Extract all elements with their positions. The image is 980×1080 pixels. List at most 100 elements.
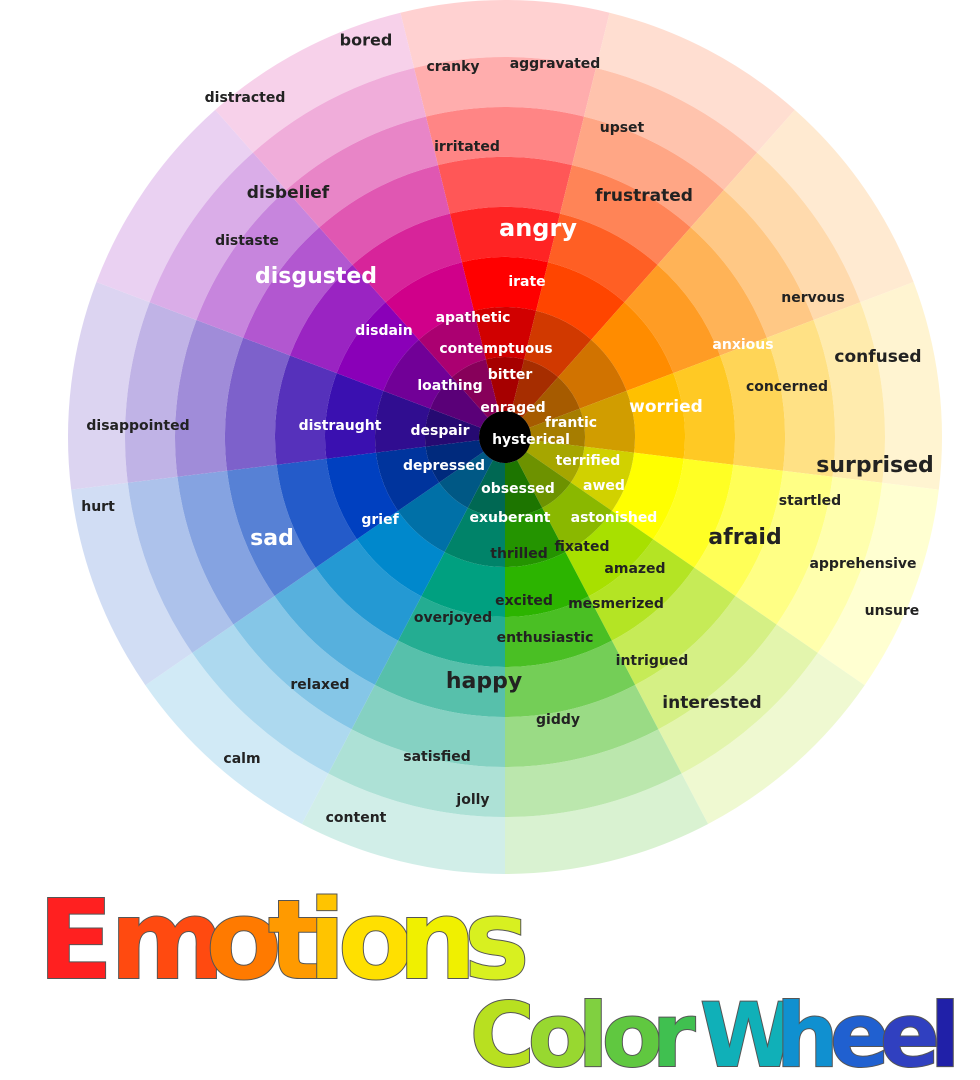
emotion-word-astonished: astonished <box>571 510 658 526</box>
wheel-segment <box>336 302 419 391</box>
wheel-segment <box>583 68 757 190</box>
wheel-segment <box>624 264 721 374</box>
color-letter: l <box>578 984 608 1076</box>
wheel-segment <box>315 539 422 641</box>
wheel-segment <box>398 482 468 553</box>
wheel-segment <box>467 460 505 517</box>
wheel-segment <box>635 596 777 730</box>
emotion-word-distraught: distraught <box>299 418 382 434</box>
emotion-word-contemptuous: contemptuous <box>439 341 552 357</box>
emotion-word-frustrated: frustrated <box>595 186 693 206</box>
wheel-segment <box>505 460 543 517</box>
wheel-segment <box>723 152 861 320</box>
wheel-segment <box>542 482 612 553</box>
emotion-word-thrilled: thrilled <box>490 546 547 562</box>
emotion-word-bitter: bitter <box>488 367 533 383</box>
wheel-segment <box>766 319 835 477</box>
color-letter: r <box>652 984 696 1076</box>
emotion-word-disappointed: disappointed <box>86 418 189 434</box>
wheel-segment <box>276 458 357 568</box>
wheel-segment <box>653 458 734 568</box>
wheel-segment <box>375 446 440 511</box>
emotion-word-interested: interested <box>662 693 761 713</box>
wheel-segment <box>325 373 384 459</box>
emotion-word-exuberant: exuberant <box>469 510 550 526</box>
emotion-word-obsessed: obsessed <box>481 481 555 497</box>
wheel-segment <box>192 624 352 774</box>
emotion-word-confused: confused <box>834 347 921 367</box>
wheel-segment <box>68 282 150 490</box>
emotion-word-overjoyed: overjoyed <box>414 610 492 626</box>
emotions-letter: i <box>308 876 346 1004</box>
wheel-segment <box>860 282 942 490</box>
emotion-word-disbelief: disbelief <box>247 183 330 203</box>
emotion-word-jolly: jolly <box>455 792 489 808</box>
emotion-word-enraged: enraged <box>480 400 545 416</box>
emotion-word-terrified: terrified <box>556 453 621 469</box>
wheel-segment <box>673 355 735 465</box>
wheel-segment <box>426 106 584 166</box>
emotions-letter: t <box>268 876 321 1004</box>
wheel-segment <box>421 552 505 617</box>
wheel-segment <box>253 68 427 190</box>
wheel-letter: W <box>700 984 797 1076</box>
wheel-segment <box>71 482 193 686</box>
wheel-segment <box>505 552 589 617</box>
wheel-segment <box>461 257 549 311</box>
wheel-segment <box>289 264 386 374</box>
wheel-segment <box>595 12 795 153</box>
emotion-word-hysterical: hysterical <box>492 432 570 448</box>
wheel-segment <box>735 470 833 625</box>
wheel-segment <box>817 482 939 686</box>
emotion-word-frantic: frantic <box>545 415 597 431</box>
wheel-segment <box>449 206 561 263</box>
wheel-segment <box>529 408 585 447</box>
wheel-segment <box>444 507 505 567</box>
emotion-word-depressed: depressed <box>403 458 485 474</box>
emotion-word-calm: calm <box>223 751 260 767</box>
emotion-word-disgusted: disgusted <box>255 264 377 289</box>
wheel-letter: l <box>930 984 960 1076</box>
wheel-segment <box>149 152 287 320</box>
emotion-word-apprehensive: apprehensive <box>809 556 916 572</box>
wheel-segment <box>505 596 612 667</box>
wheel-segment <box>505 773 709 874</box>
wheel-segment <box>414 57 596 117</box>
wheel-segment <box>275 355 337 465</box>
wheel-segment <box>657 227 767 356</box>
wheel-segment <box>813 302 885 483</box>
emotions-letter: E <box>38 876 113 1004</box>
wheel-segment <box>383 339 452 409</box>
wheel-segment <box>626 373 685 459</box>
wheel-letter: e <box>830 984 890 1076</box>
emotion-word-cranky: cranky <box>426 59 479 75</box>
wheel-segment <box>125 302 197 483</box>
emotion-word-unsure: unsure <box>865 603 920 619</box>
wheel-segment <box>558 339 627 409</box>
emotion-word-grief: grief <box>361 512 399 528</box>
wheel-segment <box>548 213 658 303</box>
emotions-letter: o <box>206 876 282 1004</box>
emotion-word-satisfied: satisfied <box>403 749 471 765</box>
wheel-segment <box>572 116 724 228</box>
wheel-segment <box>425 440 484 483</box>
emotion-word-nervous: nervous <box>781 290 844 306</box>
wheel-segment <box>658 624 818 774</box>
emotion-word-despair: despair <box>410 423 469 439</box>
wheel-segment <box>243 227 353 356</box>
wheel-segment <box>511 359 559 418</box>
wheel-segment <box>301 773 505 874</box>
wheel-segment <box>505 729 682 817</box>
wheel-segment <box>145 652 329 824</box>
wheel-segment <box>565 510 654 597</box>
wheel-letter: h <box>776 984 839 1076</box>
emotion-word-amazed: amazed <box>604 561 665 577</box>
wheel-segment <box>611 567 736 685</box>
wheel-segment <box>274 567 399 685</box>
emotion-word-anxious: anxious <box>712 337 773 353</box>
wheel-segment <box>776 476 883 653</box>
wheel-segment <box>505 507 566 567</box>
